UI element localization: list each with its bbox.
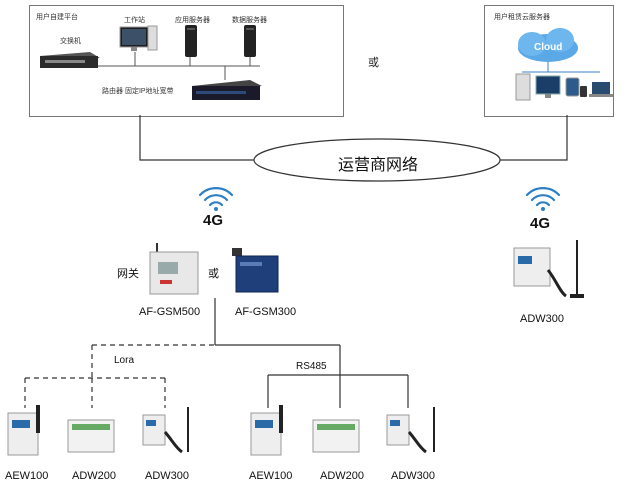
signal-4g-right: 4G [530,215,551,232]
af-gsm500-label: AF-GSM500 [139,306,201,318]
adw300-right-label: ADW300 [520,313,565,325]
db-server-icon [244,25,256,57]
af-gsm300-device-icon [232,248,279,293]
operator-network-label: 运营商网络 [338,157,419,174]
phone-icon [580,86,587,97]
cloud-icon [518,28,578,62]
rs485-label: RS485 [296,361,327,372]
af-gsm300-label: AF-GSM300 [235,306,297,318]
adw200-device-icon-right [312,419,360,453]
signal-4g-left: 4G [203,212,224,229]
wifi-signal-icon-left [198,187,234,211]
bottom-right-device-2-label: ADW200 [320,470,365,482]
laptop-icon [589,82,613,97]
adw300-device-icon-left [142,407,189,454]
user-platform-title: 用户自建平台 [36,14,78,21]
app-server-icon [185,25,197,57]
app-server-label: 应用服务器 [175,17,210,24]
switch-label: 交换机 [60,38,81,45]
router-icon [192,80,262,100]
cloud-label: Cloud [534,42,563,53]
bottom-right-device-3-label: ADW300 [391,470,436,482]
gateway-label: 网关 [117,268,139,280]
bottom-left-device-3-label: ADW300 [145,470,190,482]
router-label: 路由器 固定IP地址宽带 [102,88,174,95]
desktop-tower-icon [515,73,531,101]
or-mid-text: 或 [208,268,219,280]
aew100-device-icon-right [250,405,283,456]
af-gsm500-device-icon [149,243,199,295]
aew100-device-icon-left [7,405,40,456]
adw300-device-icon-right [386,407,435,454]
adw300-right-device-icon [513,240,584,298]
workstation-label: 工作站 [124,17,145,24]
lora-label: Lora [114,355,135,366]
bottom-left-device-1-label: AEW100 [5,470,49,482]
tablet-icon [565,77,580,97]
workstation-icon [119,25,158,51]
switch-icon [40,52,100,68]
or-top-text: 或 [368,57,379,69]
db-server-label: 数据服务器 [232,17,267,24]
cloud-server-title: 用户租赁云服务器 [494,14,550,21]
monitor-icon [535,75,561,98]
wifi-signal-icon-right [525,187,561,211]
bottom-left-device-2-label: ADW200 [72,470,117,482]
adw200-device-icon-left [67,419,115,453]
bottom-right-device-1-label: AEW100 [249,470,293,482]
